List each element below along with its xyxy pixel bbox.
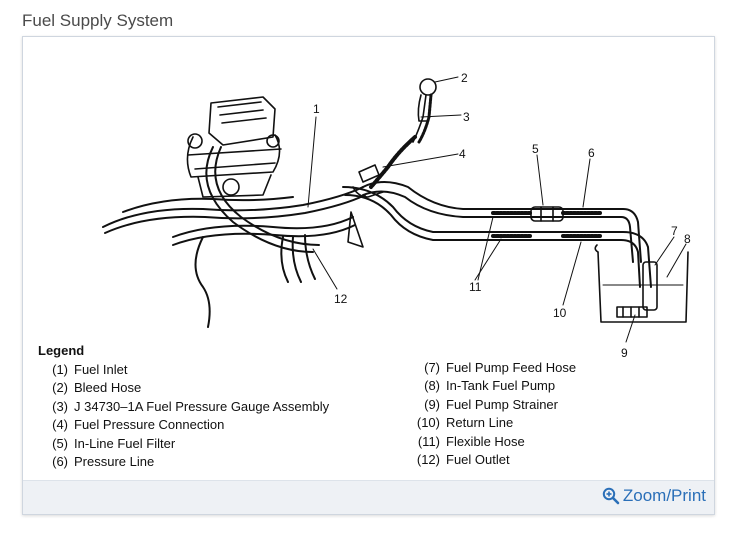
legend-item: (12)Fuel Outlet <box>416 452 510 468</box>
diagram-frame: 1 2 3 4 5 6 7 8 9 10 11 12 Legend (1)Fue… <box>22 36 715 515</box>
fuel-tank-illustration <box>594 244 689 323</box>
magnifier-plus-icon <box>602 487 620 505</box>
fuel-lines <box>102 146 652 328</box>
zoom-print-link[interactable]: Zoom/Print <box>602 486 706 506</box>
callout-3: 3 <box>463 110 470 124</box>
legend-item: (11)Flexible Hose <box>417 433 525 449</box>
pressure-gauge-illustration <box>347 78 437 248</box>
callout-1: 1 <box>313 102 320 116</box>
zoom-print-label: Zoom/Print <box>622 486 706 505</box>
callout-2: 2 <box>461 71 468 85</box>
callout-leaders <box>307 76 687 343</box>
legend-item: (8)In-Tank Fuel Pump <box>424 378 556 394</box>
legend-item: (9)Fuel Pump Strainer <box>424 396 558 412</box>
callout-12: 12 <box>334 292 348 306</box>
inline-fuel-filter <box>530 206 564 222</box>
legend-item: (3)J 34730–1A Fuel Pressure Gauge Assemb… <box>52 398 330 414</box>
legend-item: (10)Return Line <box>416 415 514 431</box>
callout-6: 6 <box>588 146 595 160</box>
legend-item: (5)In-Line Fuel Filter <box>52 435 176 451</box>
legend-right-column: (7)Fuel Pump Feed Hose (8)In-Tank Fuel P… <box>412 359 576 469</box>
fuel-system-diagram: 1 2 3 4 5 6 7 8 9 10 11 12 <box>102 71 691 360</box>
legend-item: (2)Bleed Hose <box>52 380 142 396</box>
page-title: Fuel Supply System <box>22 11 174 30</box>
callout-4: 4 <box>459 147 466 161</box>
legend-title: Legend <box>38 343 85 358</box>
legend-item: (1)Fuel Inlet <box>52 362 128 377</box>
callout-9: 9 <box>621 346 628 360</box>
legend-item: (7)Fuel Pump Feed Hose <box>424 360 577 375</box>
callout-labels: 1 2 3 4 5 6 7 8 9 10 11 12 <box>313 71 691 360</box>
callout-7: 7 <box>671 224 678 238</box>
callout-5: 5 <box>532 142 539 156</box>
legend-item: (6)Pressure Line <box>52 454 155 470</box>
legend-left-column: (1)Fuel Inlet (2)Bleed Hose (3)J 34730–1… <box>41 361 329 471</box>
callout-8: 8 <box>684 232 691 246</box>
flexible-hoses <box>491 211 603 238</box>
footer-bar: Zoom/Print <box>23 480 714 514</box>
legend-item: (4)Fuel Pressure Connection <box>52 417 225 433</box>
throttle-body-illustration <box>186 96 282 198</box>
callout-10: 10 <box>553 306 567 320</box>
callout-11: 11 <box>469 280 482 294</box>
